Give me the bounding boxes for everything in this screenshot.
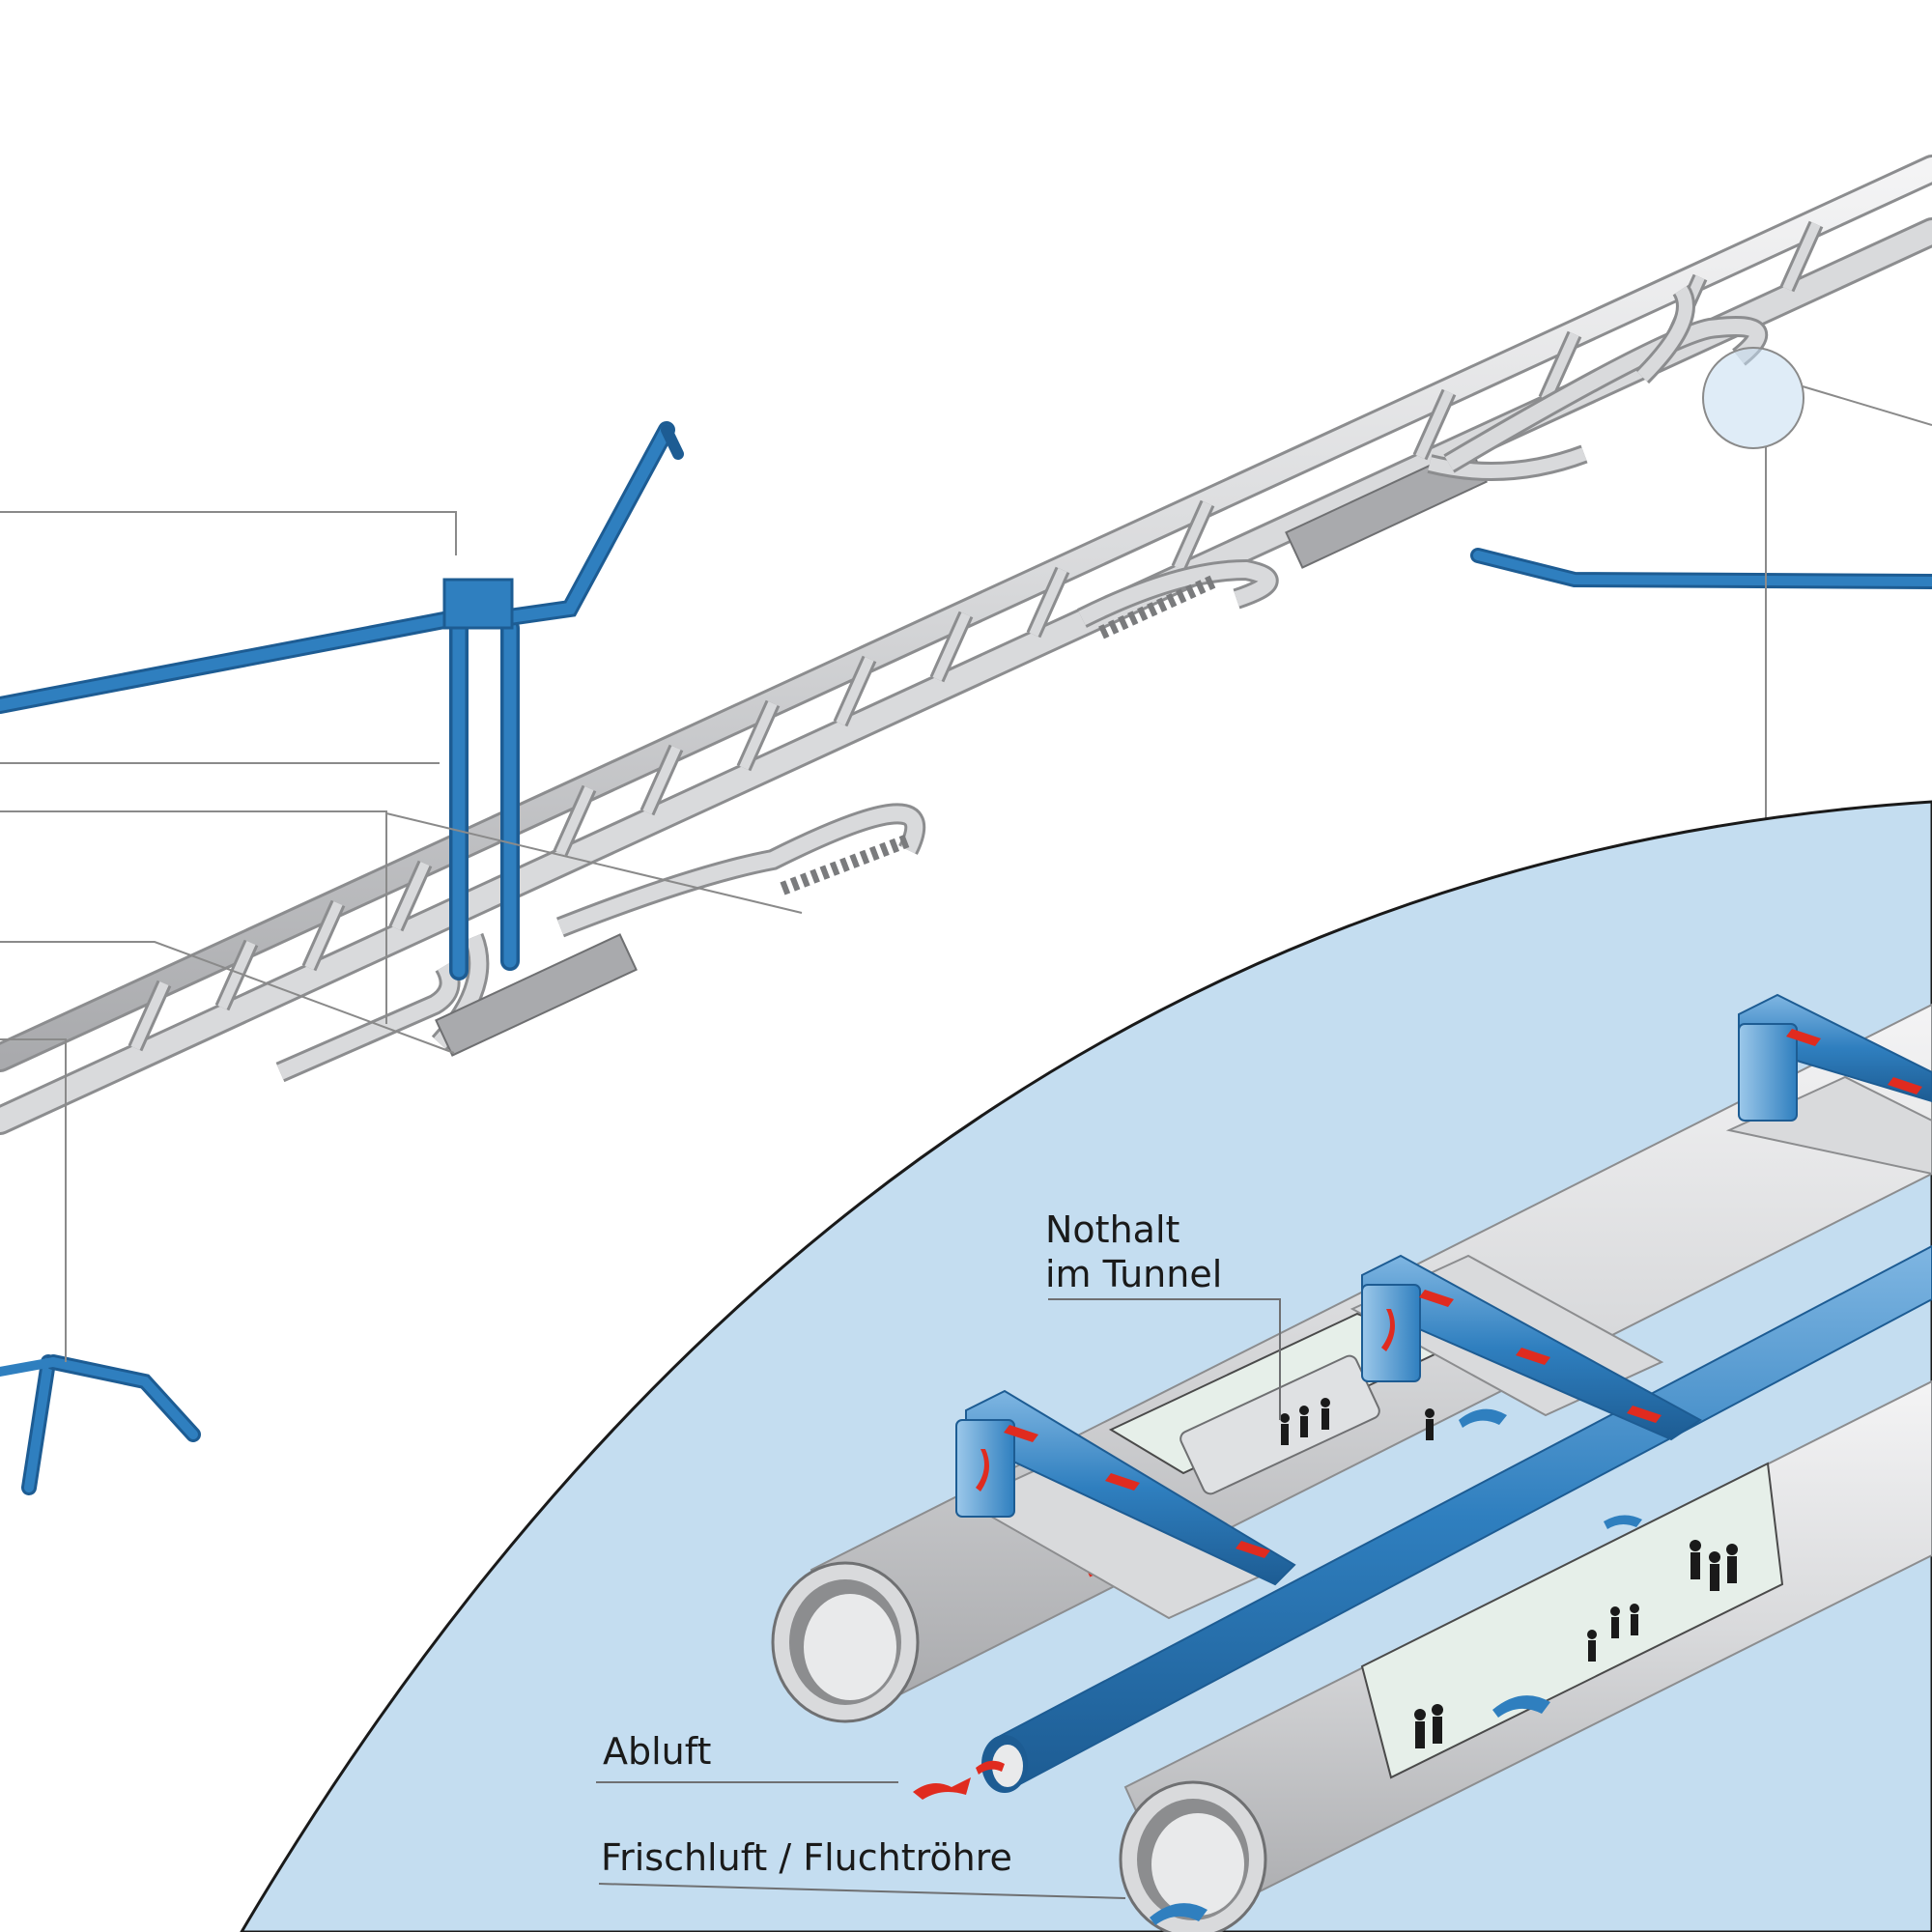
tunnel-overview: [0, 155, 1932, 1495]
emergency-stop-label-line-1: Nothalt: [1045, 1208, 1180, 1251]
detail-leader-lines: [596, 1298, 1281, 1899]
emergency-station-left: [275, 932, 638, 1083]
ventilation-shaft-left: [0, 1354, 201, 1495]
exhaust-air-label: Abluft: [603, 1730, 712, 1773]
exhaust-shaft-3: [1738, 993, 1932, 1122]
fresh-air-arrows: [1150, 1408, 1642, 1925]
emergency-stop-label-line-2: im Tunnel: [1045, 1253, 1223, 1295]
tunnel-tube-upper: [0, 155, 1932, 1072]
emergency-stop-label: Nothalt im Tunnel: [1045, 1208, 1222, 1296]
exhaust-arrows: [913, 1029, 1922, 1800]
emergency-station-right: [1077, 444, 1588, 639]
cross-passages-fill: [130, 221, 1821, 1051]
detail-view: [240, 800, 1932, 1932]
ventilation-shaft-central: [0, 421, 684, 980]
fresh-air-escape-label: Frischluft / Fluchtröhre: [601, 1836, 1012, 1879]
fresh-air-escape-tube: [1119, 1379, 1932, 1932]
detail-magnifier: [1702, 347, 1804, 449]
ventilation-shaft-right: [1470, 548, 1932, 589]
leader-lines: [0, 385, 1932, 1362]
people-silhouettes: [1280, 1398, 1738, 1748]
emergency-station-far-right: [1443, 284, 1769, 473]
emergency-station-middle: [555, 803, 926, 938]
